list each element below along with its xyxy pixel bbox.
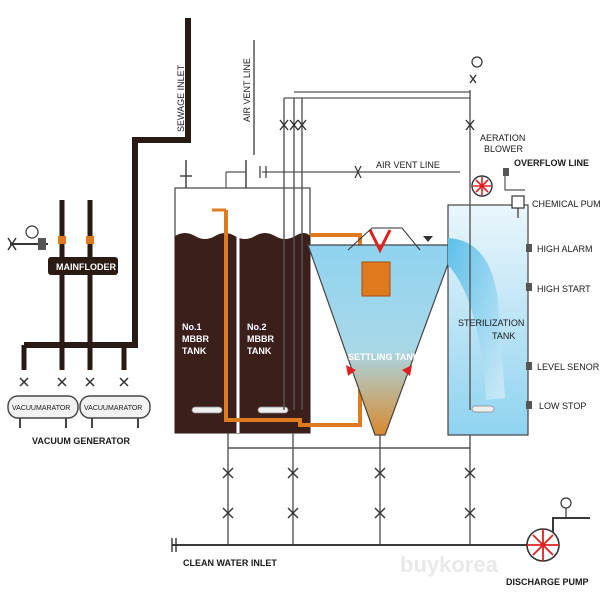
- valve-icon: [354, 165, 362, 179]
- valve-icon: [289, 119, 299, 131]
- vacuum-generator-label: VACUUM GENERATOR: [32, 436, 131, 446]
- bottom-piping: CLEAN WATER INLET: [171, 433, 540, 568]
- settling-weir-box: [361, 261, 391, 297]
- valve-icon: [119, 377, 129, 387]
- chemical-pump-label: CHEMICAL PUMP: [532, 199, 600, 209]
- pressure-gauge-icon: [25, 225, 39, 239]
- valve-icon: [287, 507, 299, 519]
- vacuum-generator: MAINFLODER VACUUMARATOR VACUUMARATOR VAC…: [7, 18, 191, 446]
- valve-icon: [279, 119, 289, 131]
- high-start-label: HIGH START: [537, 284, 591, 294]
- diffuser-1: [191, 406, 223, 414]
- high-alarm-label: HIGH ALARM: [537, 244, 593, 254]
- valve-icon: [465, 119, 475, 131]
- settling-tank-label: SETTLING TANK: [348, 352, 420, 362]
- vacuumarator-2-label: VACUUMARATOR: [84, 405, 142, 412]
- vacuumarator-2: [79, 395, 151, 419]
- overflow-stream: [448, 238, 505, 400]
- watermark-text: buykorea: [400, 552, 499, 577]
- clean-water-inlet-label: CLEAN WATER INLET: [183, 558, 277, 568]
- valve-icon: [222, 507, 234, 519]
- overflow-line-label: OVERFLOW LINE: [514, 158, 589, 168]
- sludge-fill: [175, 233, 310, 433]
- discharge-pump-label: DISCHARGE PUMP: [506, 577, 589, 587]
- low-stop-label: LOW STOP: [539, 401, 586, 411]
- level-sensor-label: LEVEL SENOR: [537, 362, 600, 372]
- valve-icon: [287, 467, 299, 479]
- valve-icon: [464, 507, 476, 519]
- diffuser-2: [257, 406, 289, 414]
- transfer-pipe-orange: [224, 210, 362, 427]
- mainfloder-box: [48, 257, 118, 275]
- valve-icon: [85, 377, 95, 387]
- pressure-gauge-icon: [471, 56, 483, 68]
- flow-arrow-icon: [402, 365, 412, 376]
- valve-icon: [464, 467, 476, 479]
- sensor-icon: [526, 362, 532, 370]
- air-piping: AIR VENT LINE: [225, 56, 483, 410]
- settling-tank: SETTLING TANK: [307, 227, 456, 436]
- diffuser-3: [471, 405, 495, 413]
- vacuumarator-1: [7, 395, 79, 419]
- valve-icon: [374, 507, 386, 519]
- valve-icon: [57, 377, 67, 387]
- sensor-icon: [526, 401, 532, 409]
- mainfloder-label: MAINFLODER: [56, 262, 116, 272]
- sludge-arrow-icon: [368, 229, 392, 254]
- valve-icon: [297, 119, 307, 131]
- air-vent-line-vertical-label: AIR VENT LINE: [242, 58, 252, 122]
- flow-arrow-icon: [346, 365, 356, 376]
- valve-icon: [222, 467, 234, 479]
- valve-icon: [19, 377, 29, 387]
- discharge-pump: DISCHARGE PUMP: [506, 497, 590, 587]
- sensor-icon: [526, 244, 532, 252]
- valve-icon: [7, 237, 17, 251]
- sewage-main-pipe: [24, 18, 191, 348]
- sewage-inlet-label: SEWAGE INLET: [176, 64, 186, 132]
- valve-icon: [374, 467, 386, 479]
- chemical-pump-icon: [511, 195, 525, 209]
- pressure-gauge-icon: [560, 497, 572, 509]
- vacuumarator-1-label: VACUUMARATOR: [12, 405, 70, 412]
- sensor-icon: [526, 283, 532, 291]
- air-vent-line-horizontal-label: AIR VENT LINE: [376, 160, 440, 170]
